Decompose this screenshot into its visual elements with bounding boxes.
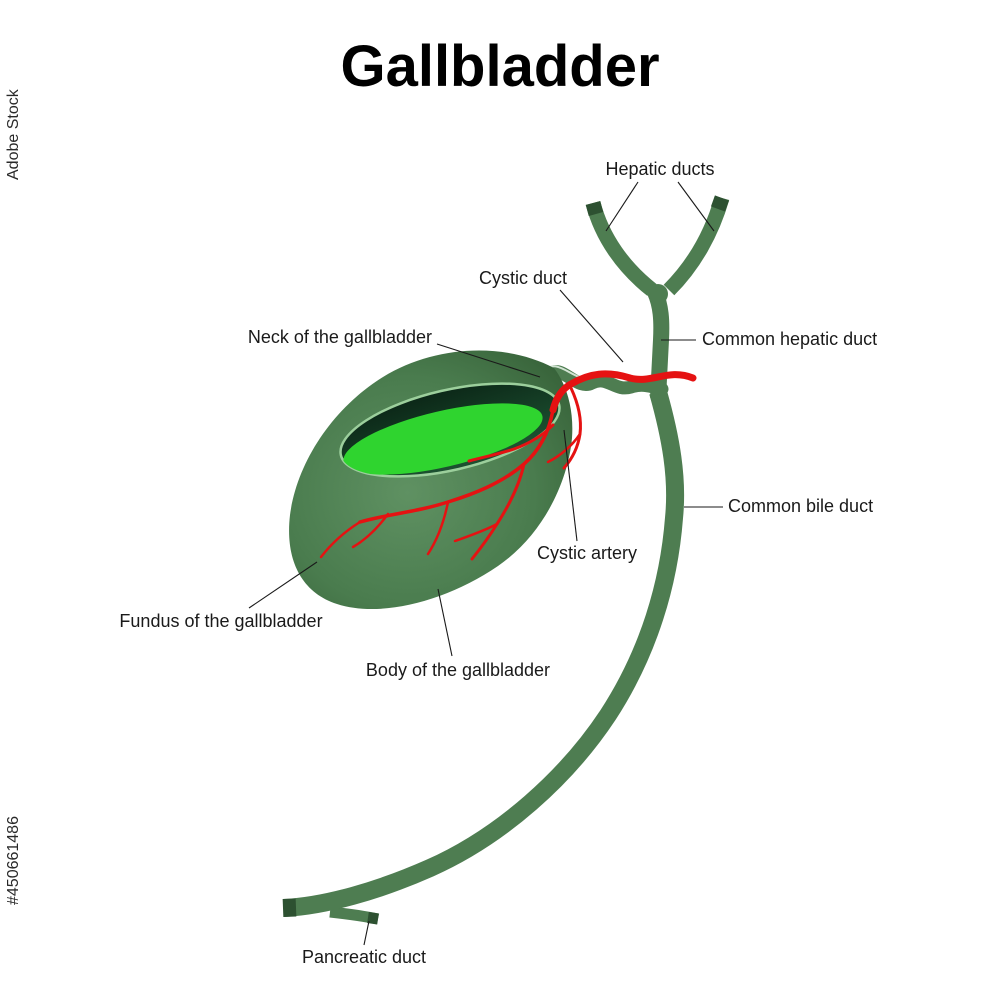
- page-title: Gallbladder: [340, 34, 659, 99]
- right-hepatic-duct-end-cap: [710, 195, 730, 212]
- cystic-artery-branch: [351, 512, 390, 549]
- labels: Gallbladder Hepatic ducts Cystic duct Ne…: [119, 34, 877, 967]
- common-bile-duct-end-cap: [282, 898, 297, 917]
- pancreatic-duct-end-cap: [367, 912, 379, 925]
- cystic-artery: [319, 370, 697, 561]
- label-hepatic-ducts: Hepatic ducts: [605, 159, 714, 179]
- label-common-bile-duct: Common bile duct: [728, 496, 873, 516]
- neck-pointer: [436, 343, 541, 378]
- watermark-brand: Adobe Stock: [5, 88, 22, 180]
- cystic-artery-branch: [426, 500, 450, 556]
- hepatic-ducts-pointer-right: [677, 181, 715, 232]
- cystic-artery-main: [549, 370, 697, 414]
- common-bile-duct-shape: [283, 389, 685, 917]
- watermark: Adobe Stock #450661486: [5, 88, 22, 905]
- pancreatic-duct-pointer: [363, 920, 370, 946]
- cystic-duct-shape: [538, 365, 669, 396]
- gallbladder-organ: [289, 350, 669, 610]
- body-pointer: [437, 588, 453, 657]
- left-hepatic-duct-end-cap: [585, 201, 604, 216]
- bile-pool: [343, 403, 543, 475]
- hepatic-ducts-pointer-left: [605, 181, 639, 232]
- watermark-asset-id: #450661486: [5, 816, 22, 905]
- left-hepatic-duct-shape: [585, 200, 657, 296]
- right-hepatic-duct-shape: [663, 195, 730, 296]
- cystic-artery-branch: [358, 408, 555, 524]
- label-pancreatic-duct: Pancreatic duct: [302, 947, 426, 967]
- pointer-lines: [248, 181, 723, 946]
- cystic-artery-branch: [453, 522, 499, 543]
- fundus-pointer: [248, 561, 318, 609]
- label-cystic-artery: Cystic artery: [537, 543, 637, 563]
- cystic-artery-branch: [319, 520, 362, 559]
- label-body: Body of the gallbladder: [366, 660, 550, 680]
- cystic-duct-pointer: [559, 289, 624, 363]
- cystic-artery-branch: [546, 432, 582, 464]
- label-fundus: Fundus of the gallbladder: [119, 611, 322, 631]
- label-cystic-duct: Cystic duct: [479, 268, 567, 288]
- cystic-artery-pointer: [563, 429, 578, 542]
- label-common-hepatic-duct: Common hepatic duct: [702, 329, 877, 349]
- cystic-artery-branch: [467, 423, 555, 463]
- label-neck: Neck of the gallbladder: [248, 327, 432, 347]
